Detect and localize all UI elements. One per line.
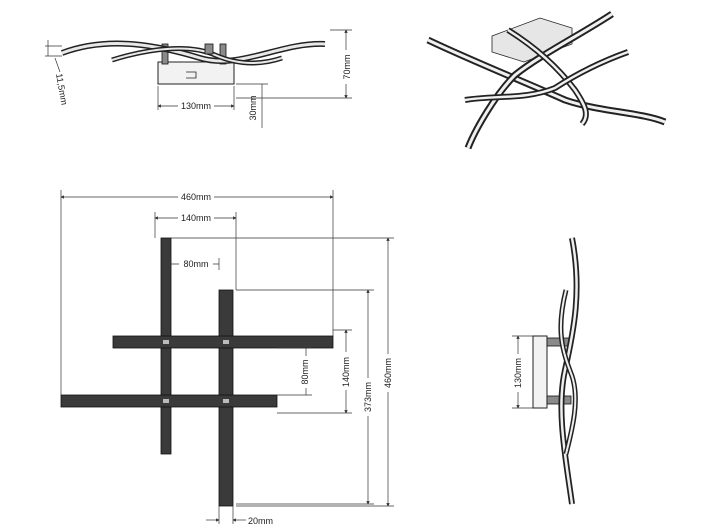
dim-top-inner-bg <box>178 213 214 223</box>
iso-bar-2-hl <box>466 12 613 149</box>
dim-gap-label: 80mm <box>183 259 208 269</box>
isometric-view <box>426 11 667 150</box>
dim-mid-bg <box>363 378 373 416</box>
iso-bar-1-hl <box>427 38 666 124</box>
dim-height-bg <box>341 50 351 84</box>
dim-vert-gap-bg <box>300 356 310 388</box>
end-mounting-base <box>532 335 548 409</box>
dim-bar-width-label: 20mm <box>248 516 273 526</box>
dim-base-height-label: 30mm <box>248 95 258 120</box>
side-curved-bar-back-hl <box>111 47 283 64</box>
dim-base-width-bg <box>178 101 214 111</box>
dim-mid-label: 373mm <box>363 382 373 412</box>
side-curved-bar-front-hl <box>61 42 326 63</box>
dim-thickness-label: 11,5mm <box>54 73 69 106</box>
dim-vert-gap-label: 80mm <box>300 359 310 384</box>
dim-end-label: 130mm <box>513 358 523 388</box>
end-bar-back-hl <box>559 289 577 455</box>
dim-vert-inner-label: 140mm <box>341 357 351 387</box>
iso-mounting-base <box>491 17 573 63</box>
dim-end-bg <box>513 354 523 392</box>
dim-top-width-bg <box>178 192 214 202</box>
end-bar-front-hl <box>560 237 578 505</box>
side-center-block <box>204 43 214 55</box>
top-joint-3 <box>163 399 169 403</box>
dim-top-inner-label: 140mm <box>181 213 211 223</box>
top-joint-2 <box>223 340 229 344</box>
dim-top-height-label: 460mm <box>383 358 393 388</box>
side-post-left <box>161 43 169 65</box>
side-curved-bar-front <box>60 40 326 64</box>
side-view: 11,5mm 130mm 70mm 30mm <box>45 29 352 128</box>
dim-top-height-bg <box>383 354 393 392</box>
dim-base-width-label: 130mm <box>181 101 211 111</box>
dim-vert-inner-bg <box>341 352 351 390</box>
dim-top-width-label: 460mm <box>181 192 211 202</box>
side-post-right <box>219 43 227 65</box>
side-base-detail <box>186 71 197 79</box>
top-joint-4 <box>223 399 229 403</box>
dim-gap-bg <box>179 259 213 269</box>
top-view: 460mm 140mm 80mm 80mm 140mm 373mm <box>60 190 394 526</box>
iso-bar-3-hl <box>507 28 588 125</box>
top-joint-1 <box>163 340 169 344</box>
dim-thickness-leader <box>54 57 61 73</box>
end-view: 130mm <box>512 237 580 505</box>
iso-bar-4-hl <box>464 50 629 102</box>
dim-height-label: 70mm <box>342 54 352 79</box>
